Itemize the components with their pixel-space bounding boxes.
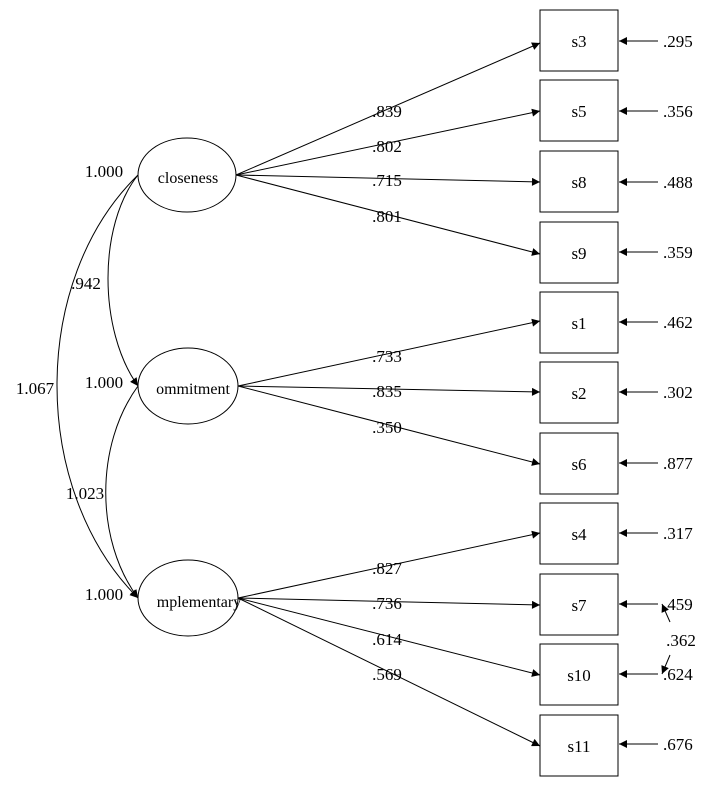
indicator-s5-label: s5 <box>571 102 586 121</box>
indicator-s1: s1 <box>539 291 619 354</box>
indicator-s10: s10 <box>539 643 619 706</box>
indicator-s6-label: s6 <box>571 455 586 474</box>
latent-closeness: closeness 1.000 <box>85 137 237 213</box>
indicator-s4: s4 <box>539 502 619 565</box>
latent-factors: closeness 1.000 ommitment 1.000 mplement… <box>85 137 241 637</box>
loading-path-s6 <box>237 385 541 466</box>
loading-label-s1: .733 <box>372 347 402 366</box>
loading-path-s8 <box>235 174 541 186</box>
loading-path-s3 <box>235 42 541 176</box>
indicator-s11: s11 <box>539 714 619 777</box>
loading-label-s5: .802 <box>372 137 402 156</box>
loading-label-s4: .827 <box>372 559 402 578</box>
loading-label-s9: .801 <box>372 207 402 226</box>
loading-label-s11: .569 <box>372 665 402 684</box>
indicator-s6-box <box>539 432 619 495</box>
loading-path-s10 <box>237 597 541 677</box>
latent-commitment: ommitment 1.000 <box>85 347 239 425</box>
error-label-s3: .295 <box>663 32 693 51</box>
indicator-s8-box <box>539 150 619 213</box>
indicator-s4-label: s4 <box>571 525 587 544</box>
loading-path-s11 <box>237 597 541 747</box>
latent-implementary-variance: 1.000 <box>85 585 123 604</box>
error-label-s6: .877 <box>663 454 693 473</box>
loading-labels: .839 .802 .715 .801 .733 .835 .350 .827 … <box>372 102 402 684</box>
indicator-s10-box <box>539 643 619 706</box>
loading-path-s1 <box>237 318 541 387</box>
indicator-s9-label: s9 <box>571 244 586 263</box>
covariance-arc-closeness-commitment <box>107 166 147 387</box>
error-label-s5: .356 <box>663 102 693 121</box>
indicator-s9: s9 <box>539 221 619 284</box>
indicator-s2-label: s2 <box>571 384 586 403</box>
indicator-s1-box <box>539 291 619 354</box>
error-terms: .295 .356 .488 .359 .462 .302 .877 .317 … <box>619 32 693 754</box>
latent-implementary-ellipse <box>137 559 239 637</box>
loading-path-s9 <box>235 174 541 256</box>
latent-commitment-ellipse <box>137 347 239 425</box>
indicator-s3-box <box>539 9 619 72</box>
error-label-s11: .676 <box>663 735 693 754</box>
indicator-s8-label: s8 <box>571 173 586 192</box>
indicator-s11-box <box>539 714 619 777</box>
indicator-s5-box <box>539 79 619 142</box>
error-label-s2: .302 <box>663 383 693 402</box>
latent-commitment-label: ommitment <box>156 381 230 398</box>
indicator-s9-box <box>539 221 619 284</box>
loading-path-s4 <box>237 530 541 599</box>
indicator-s5: s5 <box>539 79 619 142</box>
error-label-s1: .462 <box>663 313 693 332</box>
indicator-s4-box <box>539 502 619 565</box>
covariance-label-closeness-implementary: 1.067 <box>16 379 55 398</box>
covariance-label-commitment-implementary: 1.023 <box>66 484 104 503</box>
latent-implementary-label: mplementary <box>157 594 241 611</box>
covariance-label-closeness-commitment: .942 <box>71 274 101 293</box>
loading-label-s3: .839 <box>372 102 402 121</box>
indicator-s2: s2 <box>539 361 619 424</box>
covariance-arc-commitment-implementary <box>105 377 146 599</box>
latent-closeness-variance: 1.000 <box>85 162 123 181</box>
indicator-s3-label: s3 <box>571 32 586 51</box>
loading-path-s7 <box>237 597 541 609</box>
loading-label-s2: .835 <box>372 382 402 401</box>
indicator-s8: s8 <box>539 150 619 213</box>
loading-path-s5 <box>235 108 541 176</box>
error-label-s8: .488 <box>663 173 693 192</box>
loading-label-s7: .736 <box>372 594 402 613</box>
loading-label-s10: .614 <box>372 630 402 649</box>
covariance-paths: .942 1.023 1.067 <box>16 166 147 599</box>
indicator-s7-box <box>539 573 619 636</box>
loading-paths <box>235 42 541 747</box>
loading-path-s2 <box>237 385 541 396</box>
observed-indicators: s3 s5 s8 s9 s1 s2 s6 s4 <box>539 9 619 777</box>
error-label-s7: .459 <box>663 595 693 614</box>
error-covariance-arrow-s10 <box>661 654 671 675</box>
indicator-s6: s6 <box>539 432 619 495</box>
error-covariance: .362 <box>661 603 696 675</box>
error-label-s9: .359 <box>663 243 693 262</box>
latent-closeness-label: closeness <box>158 170 218 187</box>
covariance-arc-closeness-implementary <box>56 166 147 599</box>
indicator-s7: s7 <box>539 573 619 636</box>
indicator-s1-label: s1 <box>571 314 586 333</box>
error-covariance-arrow-s7 <box>661 603 671 623</box>
indicator-s10-label: s10 <box>567 666 591 685</box>
latent-implementary: mplementary 1.000 <box>85 559 241 637</box>
error-covariance-label: .362 <box>666 631 696 650</box>
latent-commitment-variance: 1.000 <box>85 373 123 392</box>
error-label-s4: .317 <box>663 524 693 543</box>
loading-label-s8: .715 <box>372 171 402 190</box>
loading-label-s6: .350 <box>372 418 402 437</box>
error-label-s10: .624 <box>663 665 693 684</box>
indicator-s11-label: s11 <box>568 737 591 756</box>
latent-closeness-ellipse <box>137 137 237 213</box>
indicator-s7-label: s7 <box>571 596 587 615</box>
indicator-s3: s3 <box>539 9 619 72</box>
indicator-s2-box <box>539 361 619 424</box>
